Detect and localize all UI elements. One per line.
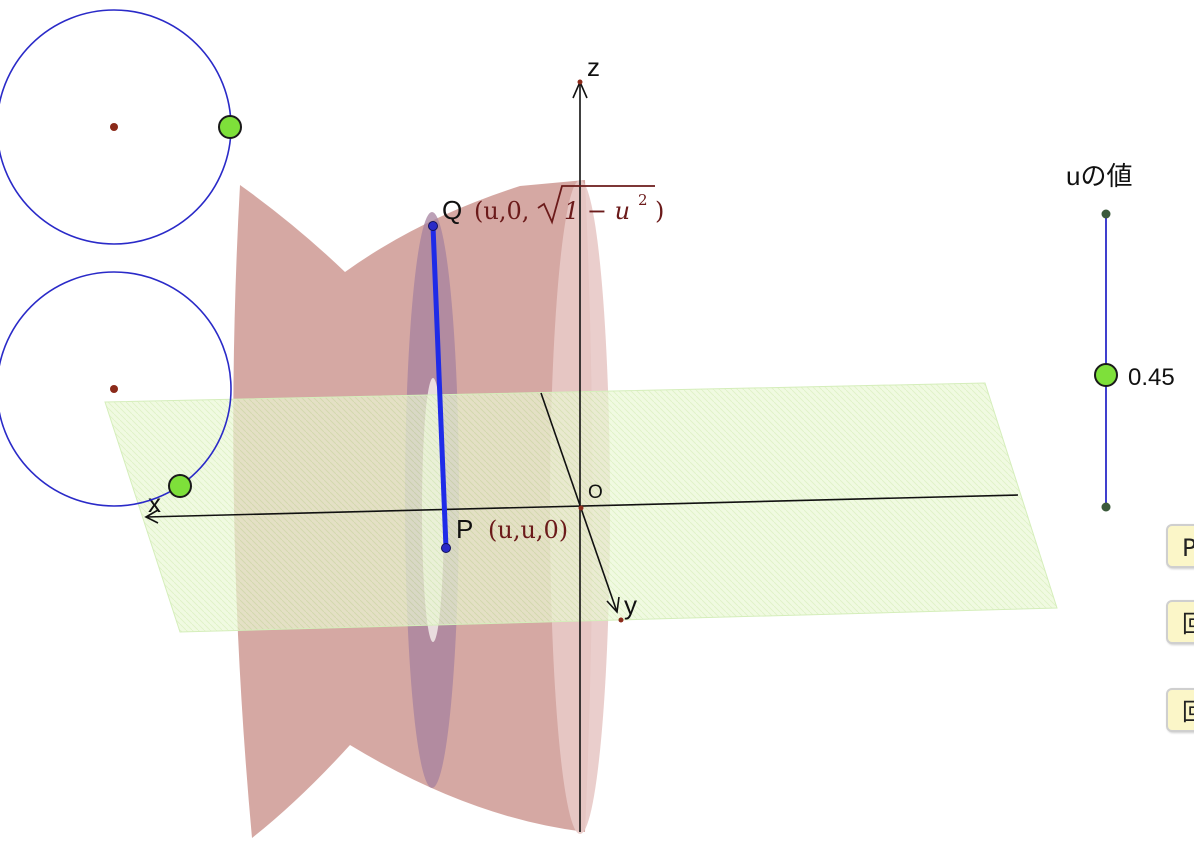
point-q-name: Q	[442, 195, 462, 225]
slider-value: 0.45	[1128, 364, 1175, 391]
origin-label: O	[588, 482, 603, 503]
y-axis-label: y	[624, 590, 637, 620]
z-axis-label: z	[587, 52, 600, 82]
point-q-coord-close: )	[655, 197, 664, 225]
z-axis-end-point	[577, 79, 583, 85]
rotation-circle-bottom-center	[110, 385, 118, 393]
y-axis-arrow	[606, 596, 620, 614]
slider-handle[interactable]	[1094, 363, 1118, 387]
slider-bottom-end	[1101, 502, 1111, 512]
origin-point[interactable]	[578, 505, 584, 511]
point-q-coord-exponent: 2	[638, 191, 648, 209]
toggle-button-p[interactable]: P	[1166, 524, 1194, 568]
point-p[interactable]	[441, 543, 451, 553]
point-q-coord-radicand: 1 − u	[564, 197, 630, 225]
point-p-name: P	[456, 514, 473, 544]
slider-title: uの値	[1066, 161, 1132, 191]
sqrt-sign	[537, 185, 655, 225]
slider-top-end	[1101, 209, 1111, 219]
segment-pq[interactable]	[430, 223, 449, 551]
point-p-coord: (u,u,0)	[488, 516, 568, 544]
rotation-circle-bottom	[0, 271, 232, 507]
y-axis-end-point	[618, 617, 624, 623]
rotation-circle-top-center	[110, 123, 118, 131]
x-axis-label: x	[148, 488, 161, 518]
y-axis	[540, 392, 618, 613]
rotation-circle-top-handle[interactable]	[218, 115, 242, 139]
toggle-button-rotate-2[interactable]: 回	[1166, 688, 1194, 732]
point-q-coord-prefix: (u,0,	[474, 197, 529, 225]
toggle-button-rotate-1[interactable]: 回	[1166, 600, 1194, 644]
point-q[interactable]	[428, 221, 438, 231]
x-axis-arrow	[144, 509, 159, 524]
rotation-circle-bottom-handle[interactable]	[168, 474, 192, 498]
